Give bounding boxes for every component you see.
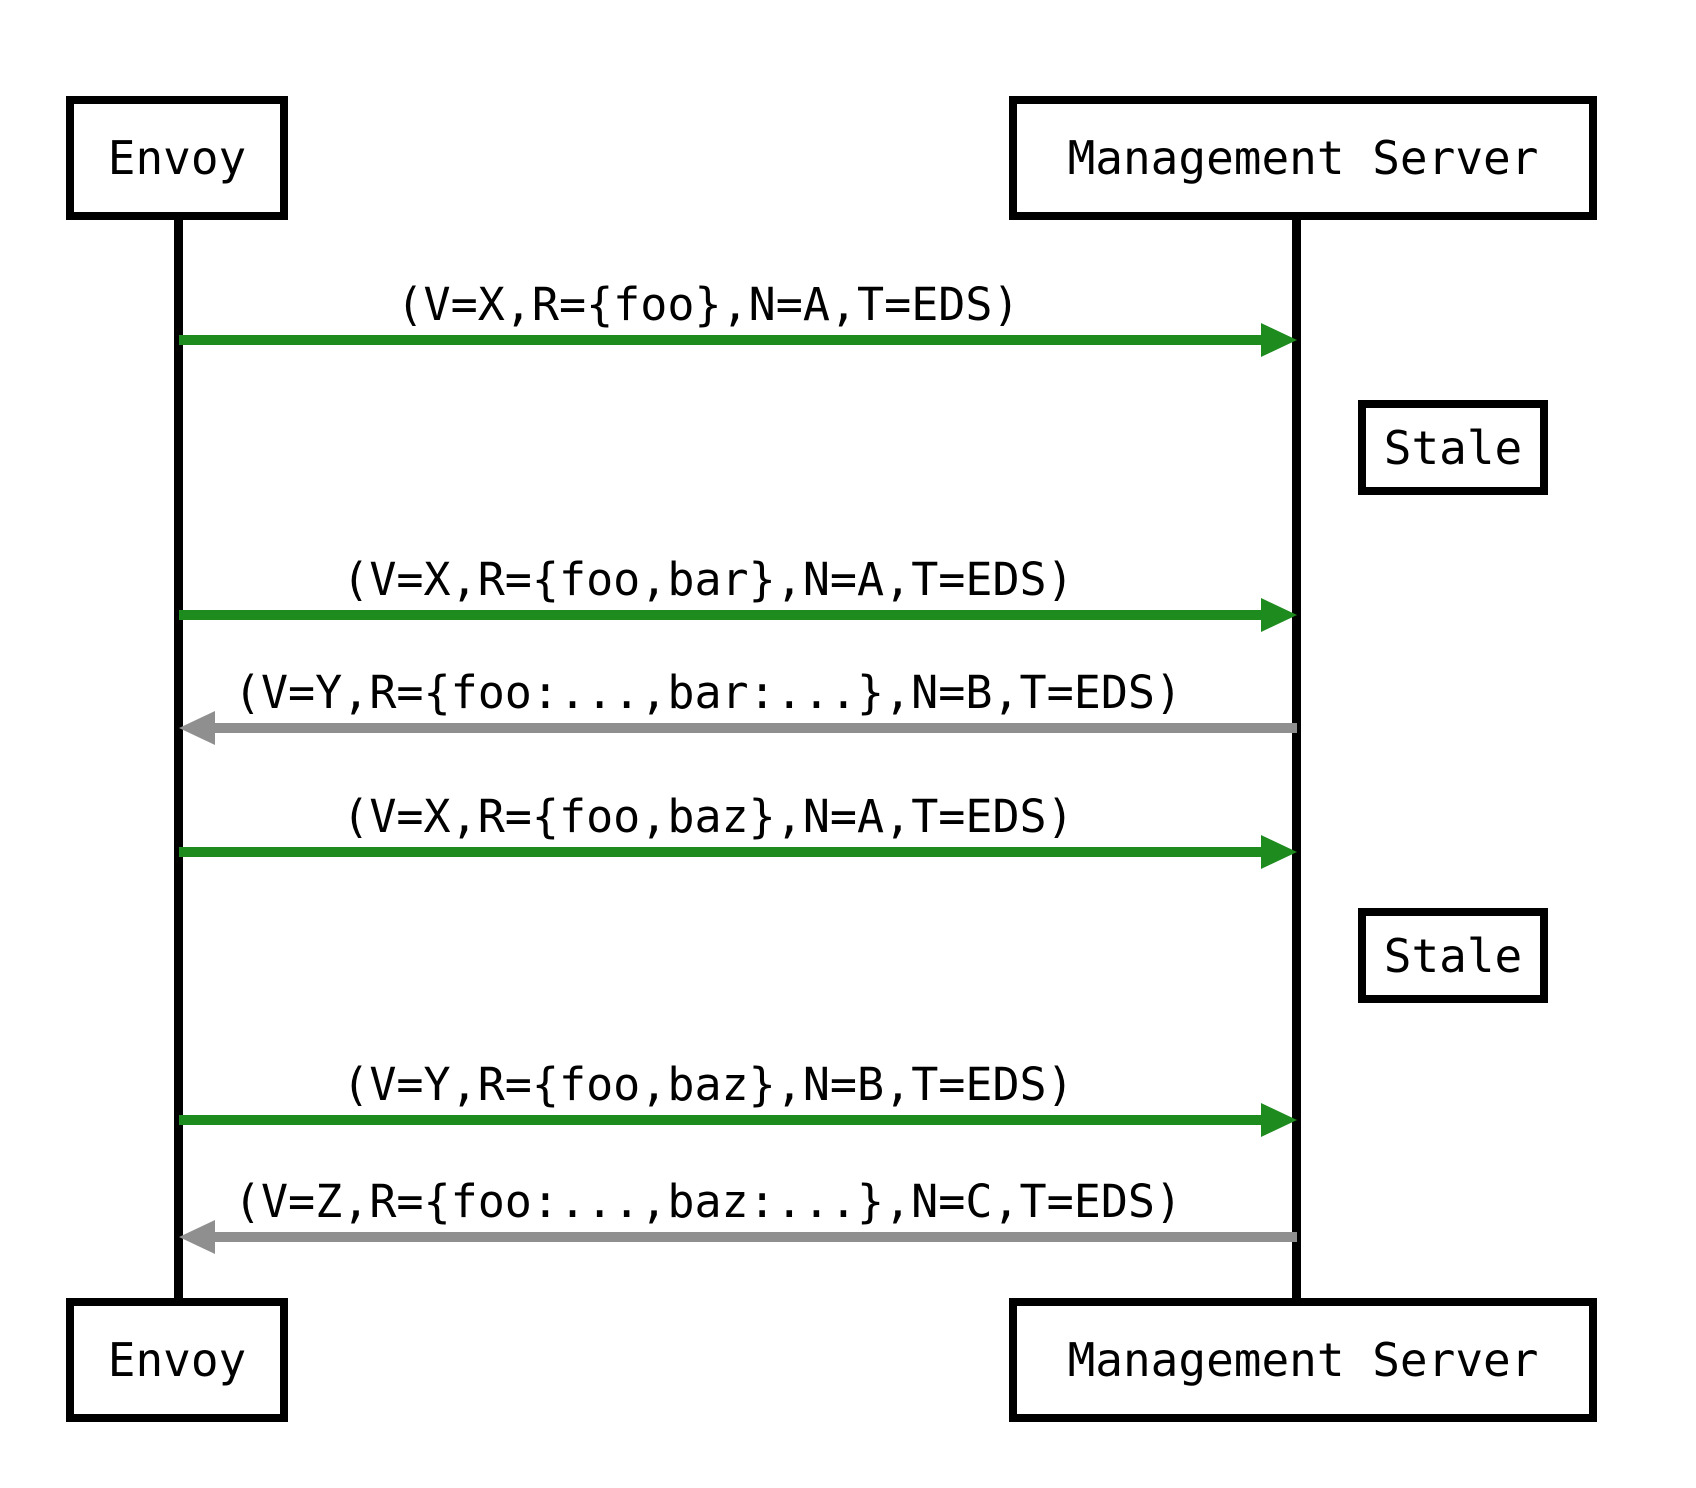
message-5-arrow-line <box>179 1115 1267 1125</box>
actor-envoy-bottom-label: Envoy <box>107 1333 247 1387</box>
arrow-head-left-icon <box>179 711 215 745</box>
message-6-arrow-line <box>209 1232 1297 1242</box>
message-2-label: (V=X,R={foo,bar},N=A,T=EDS) <box>342 552 1074 606</box>
actor-envoy-bottom: Envoy <box>66 1298 288 1422</box>
message-6-label: (V=Z,R={foo:...,baz:...},N=C,T=EDS) <box>233 1174 1183 1228</box>
message-3-label: (V=Y,R={foo:...,bar:...},N=B,T=EDS) <box>233 665 1183 719</box>
message-6: (V=Z,R={foo:...,baz:...},N=C,T=EDS) <box>179 1176 1297 1254</box>
message-3-arrow-line <box>209 723 1297 733</box>
arrow-head-left-icon <box>179 1220 215 1254</box>
message-5-label: (V=Y,R={foo,baz},N=B,T=EDS) <box>342 1057 1074 1111</box>
message-5: (V=Y,R={foo,baz},N=B,T=EDS) <box>179 1059 1297 1137</box>
arrow-head-right-icon <box>1261 1103 1297 1137</box>
actor-management-server-bottom: Management Server <box>1009 1298 1597 1422</box>
message-4-label: (V=X,R={foo,baz},N=A,T=EDS) <box>342 789 1074 843</box>
message-2: (V=X,R={foo,bar},N=A,T=EDS) <box>179 554 1297 632</box>
message-2-arrow-line <box>179 610 1267 620</box>
actor-envoy-top: Envoy <box>66 96 288 220</box>
message-1-arrow-line <box>179 335 1267 345</box>
actor-management-server-top: Management Server <box>1009 96 1597 220</box>
actor-management-server-top-label: Management Server <box>1067 131 1539 185</box>
arrow-head-right-icon <box>1261 323 1297 357</box>
stale-note-1: Stale <box>1358 400 1548 495</box>
arrow-head-right-icon <box>1261 835 1297 869</box>
message-3: (V=Y,R={foo:...,bar:...},N=B,T=EDS) <box>179 667 1297 745</box>
stale-note-2: Stale <box>1358 908 1548 1003</box>
actor-envoy-top-label: Envoy <box>107 131 247 185</box>
stale-note-1-label: Stale <box>1383 420 1523 475</box>
message-4-arrow-line <box>179 847 1267 857</box>
message-1-label: (V=X,R={foo},N=A,T=EDS) <box>396 277 1020 331</box>
management-server-lifeline <box>1292 220 1301 1300</box>
envoy-lifeline <box>174 220 183 1300</box>
message-4: (V=X,R={foo,baz},N=A,T=EDS) <box>179 791 1297 869</box>
stale-note-2-label: Stale <box>1383 928 1523 983</box>
message-1: (V=X,R={foo},N=A,T=EDS) <box>179 279 1297 357</box>
actor-management-server-bottom-label: Management Server <box>1067 1333 1539 1387</box>
arrow-head-right-icon <box>1261 598 1297 632</box>
